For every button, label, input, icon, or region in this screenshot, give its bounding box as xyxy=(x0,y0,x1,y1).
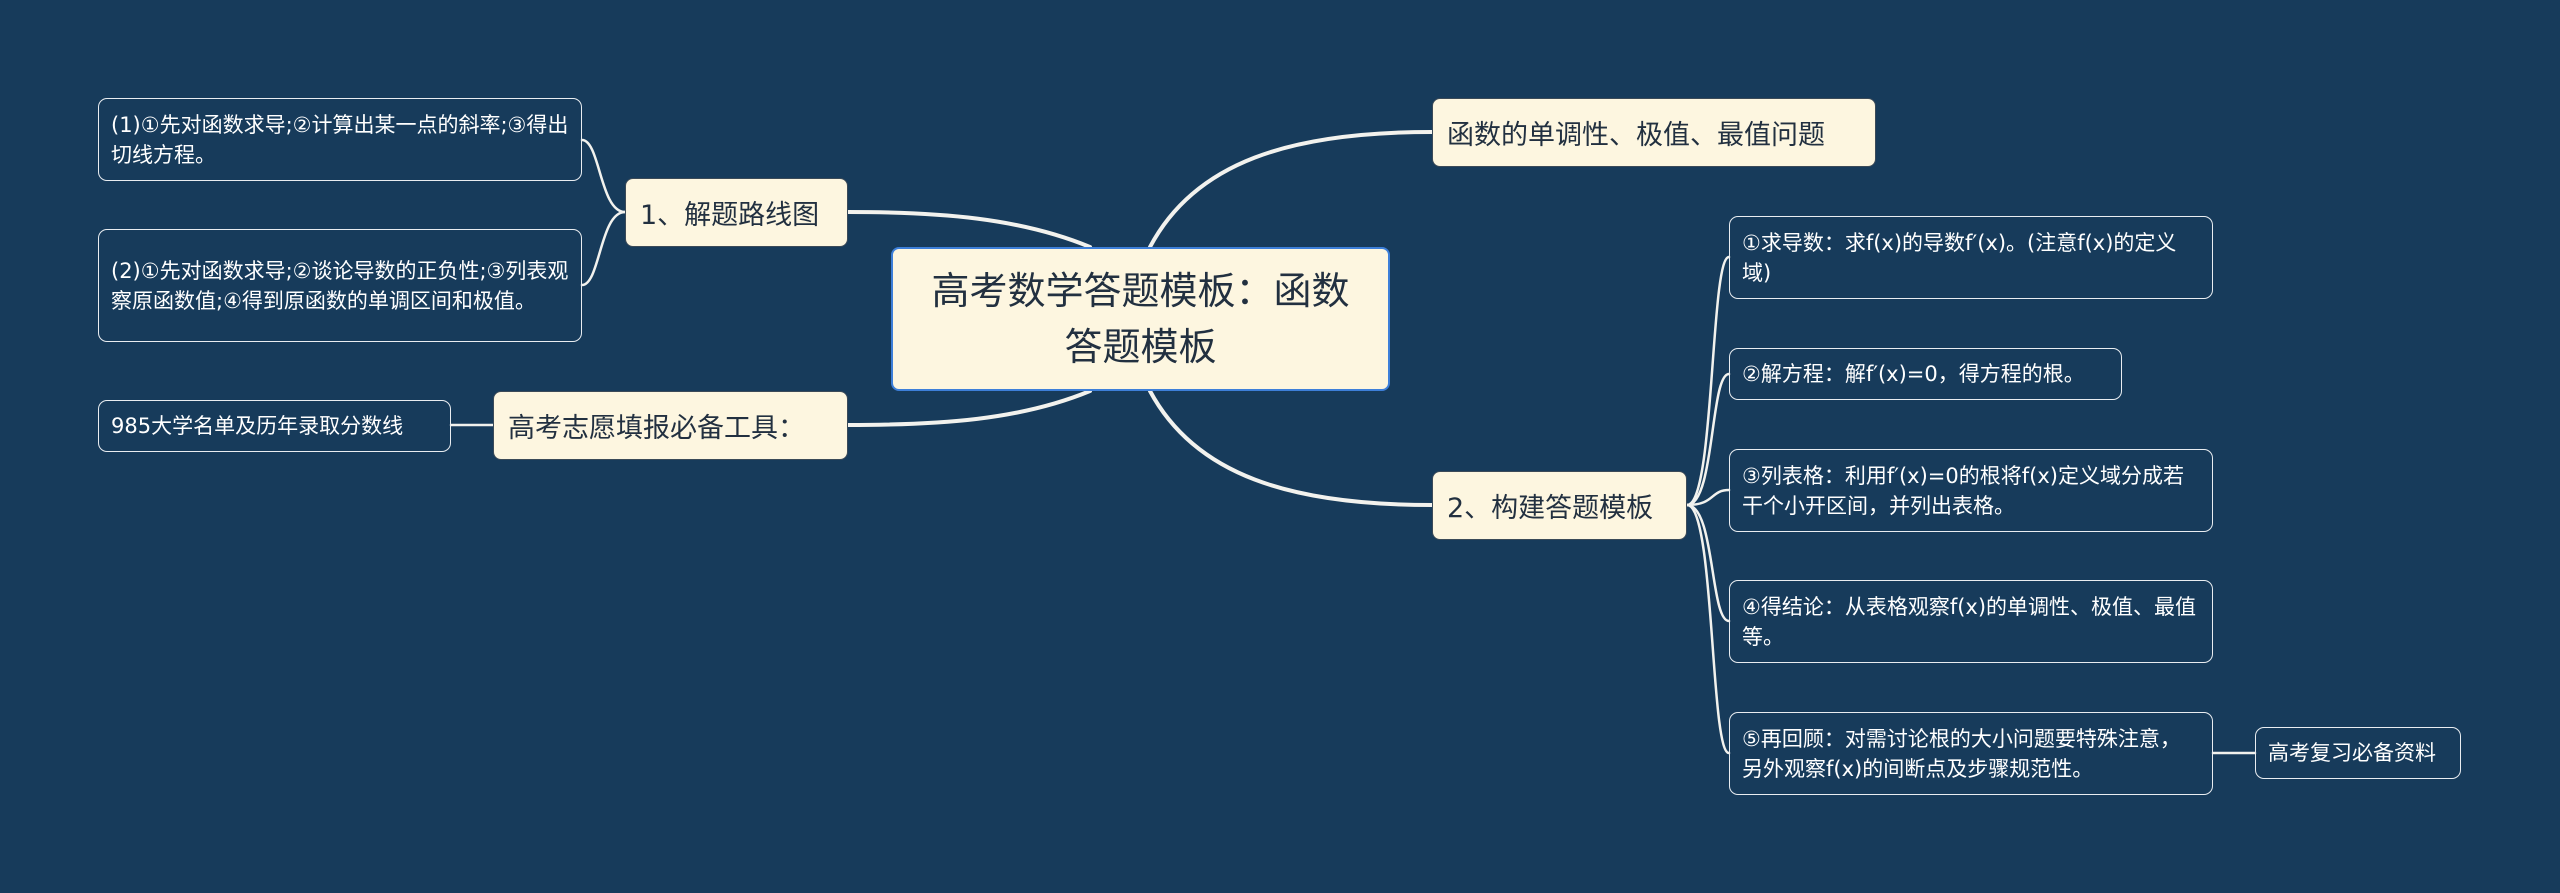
leaf-text: ③列表格：利用f′(x)=0的根将f(x)定义域分成若干个小开区间，并列出表格。 xyxy=(1742,463,2184,518)
link-roadmap-to-leaf1 xyxy=(580,138,627,214)
leaf-text: ②解方程：解f′(x)=0，得方程的根。 xyxy=(1742,362,2085,386)
leaf-step-review[interactable]: ⑤再回顾：对需讨论根的大小问题要特殊注意，另外观察f(x)的间断点及步骤规范性。 xyxy=(1729,712,2213,795)
leaf-text: ①求导数：求f(x)的导数f′(x)。(注意f(x)的定义域) xyxy=(1742,230,2177,285)
leaf-step-derivative[interactable]: ①求导数：求f(x)的导数f′(x)。(注意f(x)的定义域) xyxy=(1729,216,2213,299)
leaf-text: ④得结论：从表格观察f(x)的单调性、极值、最值等。 xyxy=(1742,594,2197,649)
leaf-text: (2)①先对函数求导;②谈论导数的正负性;③列表观察原函数值;④得到原函数的单调… xyxy=(111,258,569,313)
link-root-to-extrema xyxy=(1148,130,1434,249)
link-template-to-step1 xyxy=(1685,255,1731,507)
root-label: 高考数学答题模板：函数答题模板 xyxy=(931,269,1350,369)
link-root-to-tools xyxy=(846,389,1092,427)
link-root-to-template xyxy=(1148,389,1434,507)
link-template-to-step3 xyxy=(1685,488,1731,507)
link-template-to-step4 xyxy=(1685,503,1731,623)
leaf-review-materials[interactable]: 高考复习必备资料 xyxy=(2255,727,2461,779)
branch-label: 2、构建答题模板 xyxy=(1447,493,1654,524)
branch-monotonicity-extrema[interactable]: 函数的单调性、极值、最值问题 xyxy=(1432,98,1876,167)
leaf-985-list[interactable]: 985大学名单及历年录取分数线 xyxy=(98,400,451,452)
link-template-to-step5 xyxy=(1685,503,1731,755)
branch-label: 1、解题路线图 xyxy=(640,200,820,231)
leaf-monotonic-steps[interactable]: (2)①先对函数求导;②谈论导数的正负性;③列表观察原函数值;④得到原函数的单调… xyxy=(98,229,582,342)
leaf-text: 985大学名单及历年录取分数线 xyxy=(111,414,404,438)
leaf-step-conclusion[interactable]: ④得结论：从表格观察f(x)的单调性、极值、最值等。 xyxy=(1729,580,2213,663)
leaf-text: ⑤再回顾：对需讨论根的大小问题要特殊注意，另外观察f(x)的间断点及步骤规范性。 xyxy=(1742,726,2181,781)
leaf-step-solve[interactable]: ②解方程：解f′(x)=0，得方程的根。 xyxy=(1729,348,2122,400)
link-root-to-roadmap xyxy=(846,210,1092,249)
leaf-text: (1)①先对函数求导;②计算出某一点的斜率;③得出切线方程。 xyxy=(111,112,569,167)
branch-solution-roadmap[interactable]: 1、解题路线图 xyxy=(625,178,848,247)
leaf-tangent-steps[interactable]: (1)①先对函数求导;②计算出某一点的斜率;③得出切线方程。 xyxy=(98,98,582,181)
branch-label: 高考志愿填报必备工具： xyxy=(508,413,805,444)
leaf-text: 高考复习必备资料 xyxy=(2268,741,2436,765)
leaf-step-table[interactable]: ③列表格：利用f′(x)=0的根将f(x)定义域分成若干个小开区间，并列出表格。 xyxy=(1729,449,2213,532)
branch-label: 函数的单调性、极值、最值问题 xyxy=(1447,120,1825,151)
branch-application-tools[interactable]: 高考志愿填报必备工具： xyxy=(493,391,848,460)
link-roadmap-to-leaf2 xyxy=(580,210,627,287)
root-node[interactable]: 高考数学答题模板：函数答题模板 xyxy=(891,247,1390,391)
link-template-to-step2 xyxy=(1685,372,1731,507)
branch-build-template[interactable]: 2、构建答题模板 xyxy=(1432,471,1687,540)
